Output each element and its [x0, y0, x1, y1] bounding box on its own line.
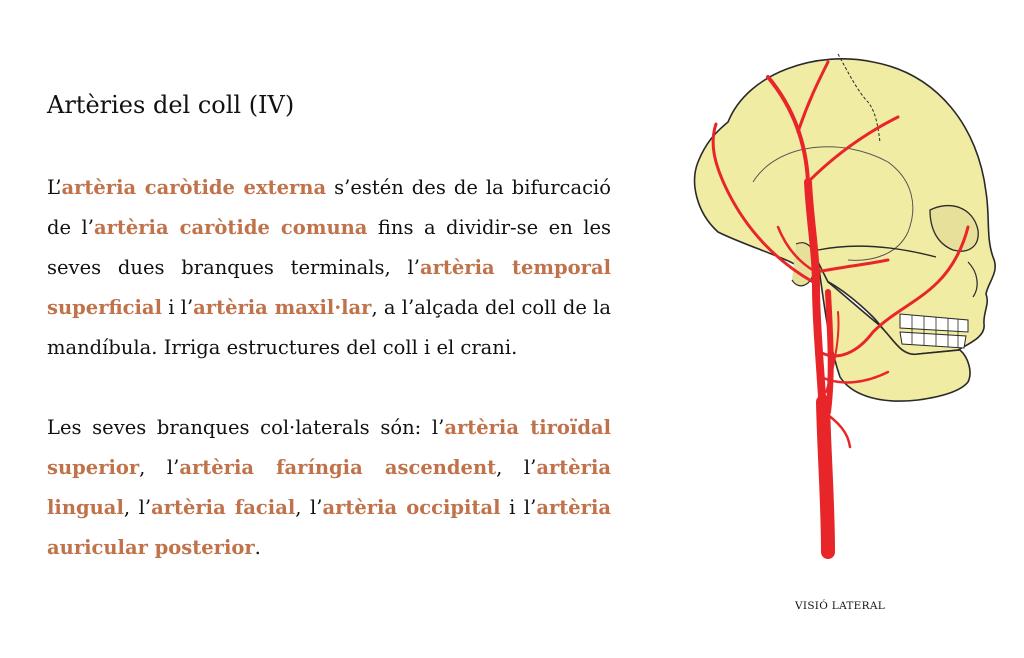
ascending-pharyngeal-artery: [825, 311, 840, 393]
term-temporal-superficial: artèria temporal superficial: [47, 256, 612, 319]
occipital-artery: [711, 122, 815, 284]
internal-carotid-artery: [825, 289, 834, 415]
lower-teeth: [899, 331, 967, 349]
upper-teeth: [899, 313, 969, 333]
term-facial: artèria facial: [151, 496, 296, 519]
text: fins a dividir-se en les seves dues bran…: [47, 216, 611, 279]
maxillary-artery: [814, 258, 890, 274]
superficial-temporal-artery: [766, 75, 810, 184]
text: L’: [47, 176, 62, 199]
text: , a l’alçada del coll de la mandíbula. I…: [47, 296, 611, 359]
text: , l’: [295, 496, 323, 519]
skull-arteries-illustration: [693, 53, 996, 559]
paragraph-intro: L’artèria caròtide externa s’estén des d…: [47, 168, 611, 368]
page-title: Artèries del coll (IV): [47, 91, 295, 119]
text: i l’: [161, 296, 194, 319]
temporal-frontal-branch: [806, 115, 900, 184]
paragraph-branches: Les seves branques col·laterals són: l’a…: [47, 408, 611, 568]
text: , l’: [123, 496, 152, 519]
text: Les seves branques col·laterals són: l’: [47, 416, 445, 439]
orbit: [929, 204, 979, 252]
text: .: [254, 536, 261, 559]
term-faringia-ascendent: artèria faríngia ascendent: [179, 456, 497, 479]
zygomatic-arch: [817, 245, 937, 258]
text: s’estén des de la bifurcació de l’: [47, 176, 612, 239]
term-maxillar: artèria maxil·lar: [193, 296, 372, 319]
text: , l’: [496, 456, 537, 479]
lingual-artery: [819, 370, 890, 384]
term-occipital: artèria occipital: [322, 496, 501, 519]
term-lingual: artèria lingual: [47, 456, 611, 519]
text: i l’: [500, 496, 537, 519]
mandible: [817, 261, 971, 402]
term-auricular-posterior: artèria auricular posterior: [47, 496, 611, 559]
term-tiroidal-superior: artèria tiroïdal superior: [47, 416, 611, 479]
body-text: L’artèria caròtide externa s’estén des d…: [47, 168, 611, 608]
teeth-lines: [911, 315, 959, 348]
temporal-outline: [752, 146, 914, 261]
term-carotide-comuna: artèria caròtide comuna: [93, 216, 368, 239]
nasal-cavity: [967, 261, 978, 298]
posterior-auricular-artery: [776, 225, 818, 274]
common-carotid-artery: [816, 395, 835, 559]
term-carotide-externa: artèria caròtide externa: [61, 176, 327, 199]
arteries: [711, 60, 970, 559]
figure-caption: VISIÓ LATERAL: [794, 600, 886, 612]
text: , l’: [139, 456, 180, 479]
superior-thyroid-artery: [822, 410, 852, 449]
facial-artery: [818, 225, 970, 358]
temporal-parietal-branch: [796, 60, 830, 134]
external-carotid-artery: [804, 178, 827, 416]
cranium: [693, 58, 996, 356]
